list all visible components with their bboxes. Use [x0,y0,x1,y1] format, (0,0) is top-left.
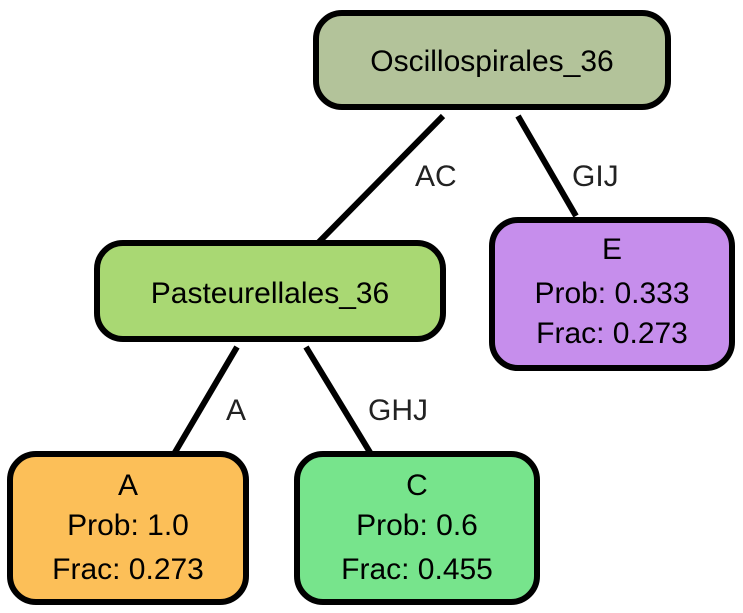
node-pasteurellales-box [94,240,446,342]
node-oscillospirales-label: Oscillospirales_36 [370,45,613,78]
node-e-frac: Frac: 0.273 [536,317,688,350]
node-c-frac: Frac: 0.455 [341,553,493,586]
node-pasteurellales: Pasteurellales_36 [94,240,446,342]
edge-pasteurellales-to-c [303,345,374,456]
node-a: A Prob: 1.0 Frac: 0.273 [7,451,249,605]
node-oscillospirales-box [313,10,671,110]
node-e-class: E [602,233,622,266]
node-c: C Prob: 0.6 Frac: 0.455 [294,451,540,605]
edge-root-to-pasteurellales [315,113,446,246]
node-c-box [294,451,540,605]
node-a-prob: Prob: 1.0 [67,509,189,542]
node-a-class: A [118,469,138,502]
node-a-frac: Frac: 0.273 [52,553,204,586]
node-pasteurellales-label: Pasteurellales_36 [151,277,390,310]
node-oscillospirales: Oscillospirales_36 [313,10,671,110]
node-c-prob: Prob: 0.6 [356,509,478,542]
edge-label-gij: GIJ [572,160,619,193]
node-e-box [489,217,735,371]
edge-root-to-e [515,114,579,218]
edge-label-ac: AC [415,160,457,193]
edge-label-a: A [226,394,246,427]
node-a-box [7,451,249,605]
edge-pasteurellales-to-a [171,345,240,456]
node-c-class: C [406,469,428,502]
node-e: E Prob: 0.333 Frac: 0.273 [489,217,735,371]
edge-label-ghj: GHJ [368,394,428,427]
node-e-prob: Prob: 0.333 [534,277,689,310]
